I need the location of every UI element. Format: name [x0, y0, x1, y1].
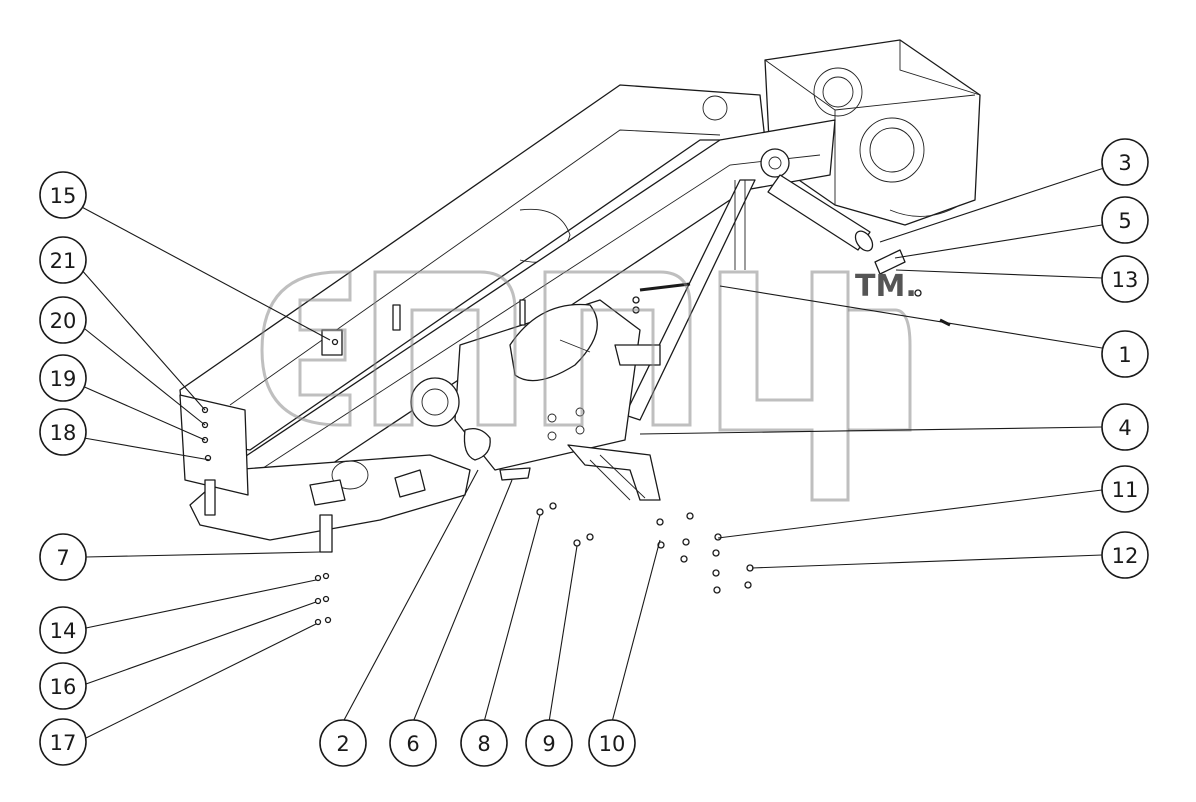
callout-label-21: 21 [50, 249, 77, 273]
callout-label-20: 20 [50, 309, 77, 333]
callout-3: 3 [1101, 138, 1149, 186]
callout-label-3: 3 [1118, 151, 1131, 175]
callout-17: 17 [39, 718, 87, 766]
leader-8 [483, 514, 541, 723]
callout-label-5: 5 [1118, 209, 1131, 233]
boom-frame-assembly [179, 39, 981, 626]
callout-1: 1 [1101, 330, 1149, 378]
callout-label-8: 8 [477, 732, 490, 756]
callout-label-1: 1 [1118, 343, 1131, 367]
leader-20 [79, 324, 206, 426]
callout-13: 13 [1101, 255, 1149, 303]
leader-lines [77, 167, 1105, 739]
leader-3 [879, 167, 1105, 243]
callout-8: 8 [460, 719, 508, 767]
leader-2 [342, 469, 479, 723]
callout-9: 9 [525, 719, 573, 767]
leader-9 [548, 545, 578, 723]
callout-label-2: 2 [336, 732, 349, 756]
callout-21: 21 [39, 236, 87, 284]
callout-label-7: 7 [56, 546, 69, 570]
watermark-logo: TM. [260, 269, 917, 502]
end-plate [179, 304, 401, 553]
callout-label-17: 17 [50, 731, 77, 755]
callout-label-12: 12 [1112, 544, 1139, 568]
callout-label-13: 13 [1112, 268, 1139, 292]
callout-label-14: 14 [50, 619, 77, 643]
leader-19 [79, 384, 206, 441]
trademark-label: TM. [855, 269, 917, 304]
fork-bracket [567, 344, 661, 501]
callout-18: 18 [39, 408, 87, 456]
callout-label-15: 15 [50, 184, 77, 208]
callout-label-19: 19 [50, 367, 77, 391]
callout-2: 2 [319, 719, 367, 767]
callout-5: 5 [1101, 196, 1149, 244]
callout-label-16: 16 [50, 675, 77, 699]
leader-11 [717, 489, 1103, 539]
callout-label-4: 4 [1118, 416, 1131, 440]
leader-16 [85, 601, 317, 685]
leader-18 [83, 437, 211, 461]
leader-4 [639, 426, 1103, 435]
callout-14: 14 [39, 606, 87, 654]
callout-16: 16 [39, 662, 87, 710]
callout-10: 10 [588, 719, 636, 767]
center-plate [454, 299, 641, 471]
callout-20: 20 [39, 296, 87, 344]
callout-6: 6 [389, 719, 437, 767]
callout-11: 11 [1101, 465, 1149, 513]
cross-tube [767, 174, 874, 252]
callouts: 1 2 3 4 5 6 7 8 9 10 11 12 13 14 15 16 1… [39, 138, 1149, 767]
leader-14 [85, 579, 317, 629]
leader-10 [611, 539, 661, 723]
leader-13 [895, 269, 1103, 279]
callout-label-6: 6 [406, 732, 419, 756]
callout-12: 12 [1101, 531, 1149, 579]
leader-6 [412, 479, 513, 723]
leader-1 [719, 285, 1103, 349]
callout-4: 4 [1101, 403, 1149, 451]
leader-21 [79, 267, 206, 411]
base-plate [189, 377, 531, 541]
callout-label-18: 18 [50, 421, 77, 445]
leader-12 [751, 554, 1103, 569]
leader-15 [77, 204, 331, 341]
leader-17 [85, 623, 317, 739]
callout-label-10: 10 [599, 732, 626, 756]
callout-15: 15 [39, 171, 87, 219]
leader-7 [85, 551, 321, 558]
callout-label-11: 11 [1112, 478, 1139, 502]
callout-19: 19 [39, 354, 87, 402]
callout-7: 7 [39, 533, 87, 581]
leader-5 [894, 224, 1103, 259]
callout-label-9: 9 [542, 732, 555, 756]
